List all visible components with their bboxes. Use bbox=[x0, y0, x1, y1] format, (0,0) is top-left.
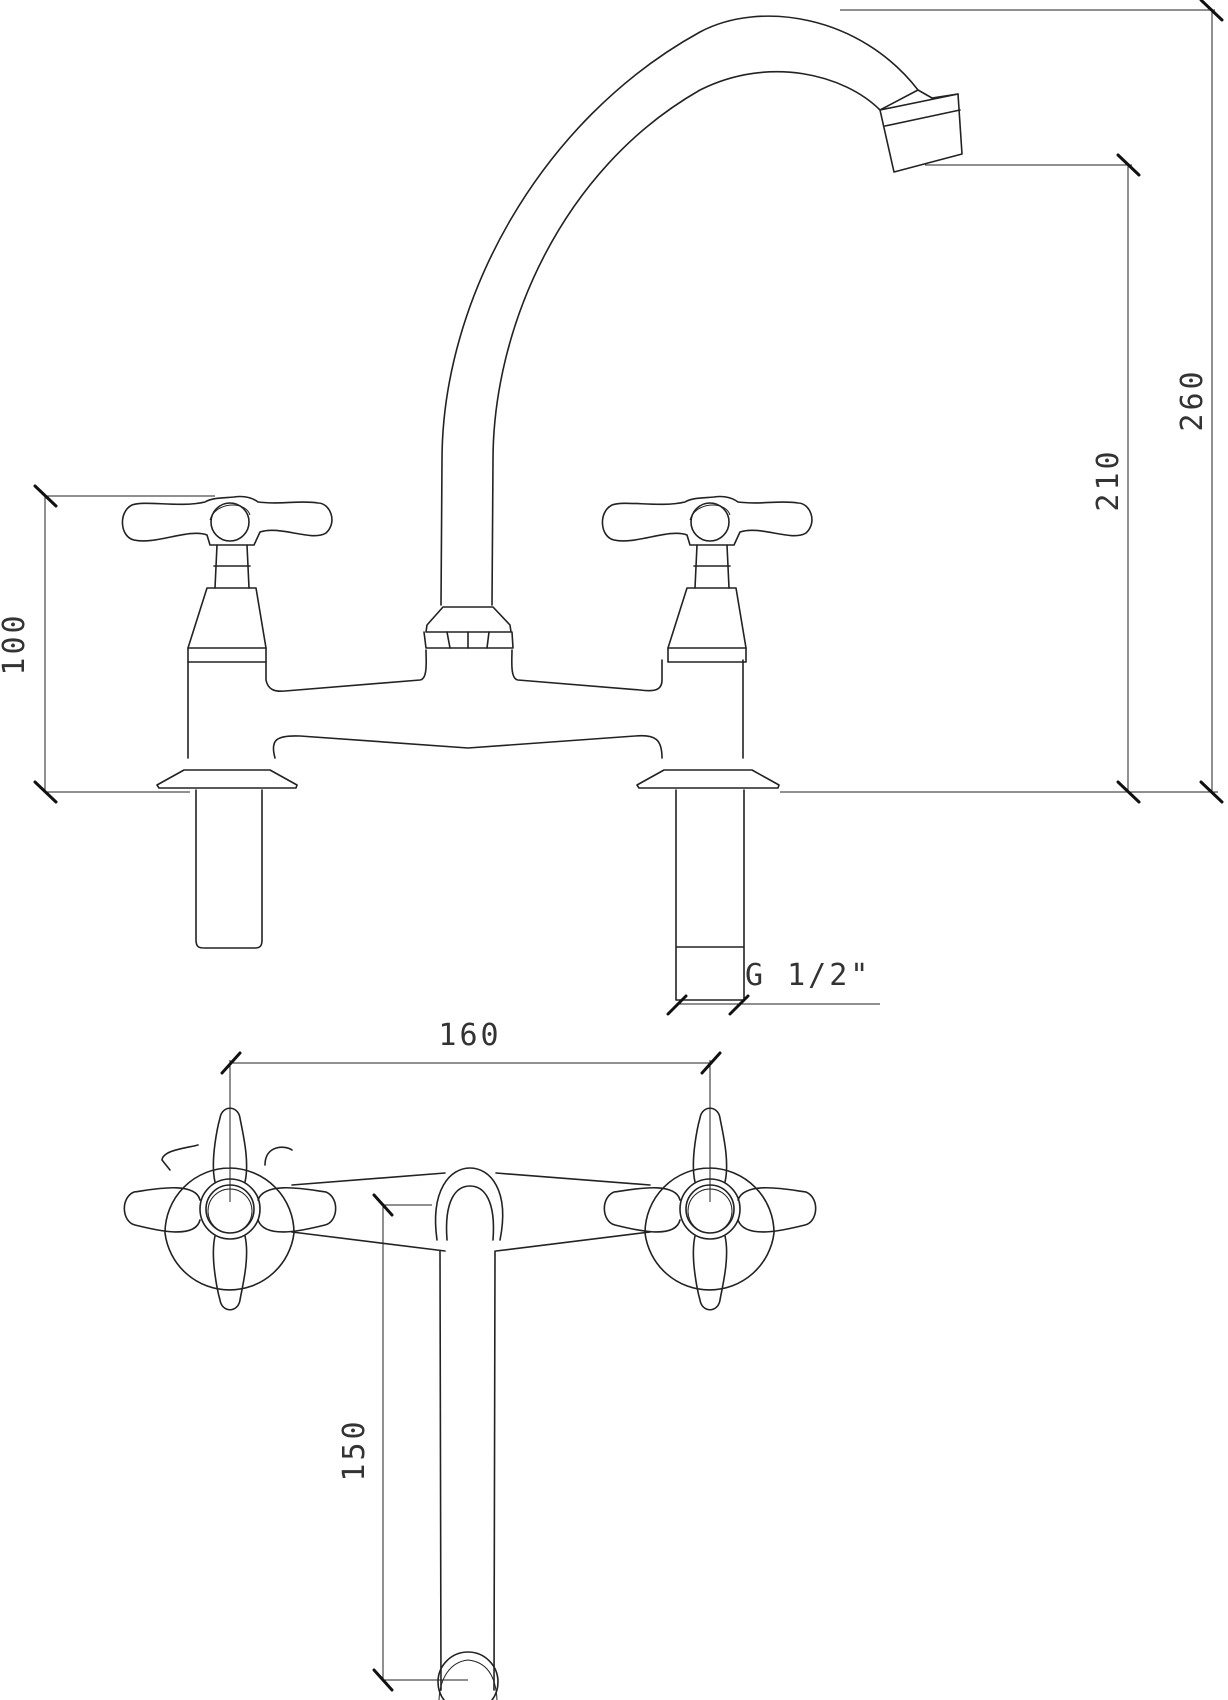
thread-label: G 1/2" bbox=[745, 958, 871, 993]
left-flange bbox=[156, 769, 298, 789]
dimension-height-total: 260 bbox=[780, 0, 1224, 804]
dimension-reach: 150 bbox=[337, 1193, 468, 1692]
height-body-label: 100 bbox=[0, 612, 32, 675]
spout bbox=[423, 15, 963, 649]
right-tail-pipe bbox=[675, 789, 745, 1001]
right-flange bbox=[636, 769, 780, 789]
reach-label: 150 bbox=[337, 1418, 372, 1481]
dimension-height-body: 100 bbox=[0, 484, 215, 804]
body bbox=[187, 649, 744, 759]
plan-bridge bbox=[291, 1172, 651, 1252]
left-tail-pipe bbox=[195, 789, 263, 949]
dimension-height-spout: 210 bbox=[925, 153, 1141, 804]
right-plan-handle bbox=[603, 1107, 817, 1311]
width-label: 160 bbox=[438, 1018, 501, 1053]
dimension-thread: G 1/2" bbox=[666, 958, 880, 1016]
right-valve-head bbox=[601, 495, 813, 663]
front-elevation: 260 210 100 G 1/2" bbox=[0, 0, 1224, 1016]
plan-view: 160 150 bbox=[123, 1018, 817, 1700]
height-total-label: 260 bbox=[1175, 368, 1210, 431]
left-plan-handle bbox=[123, 1107, 337, 1311]
dimension-width: 160 bbox=[220, 1018, 722, 1202]
plan-spout bbox=[434, 1167, 504, 1700]
height-spout-label: 210 bbox=[1091, 448, 1126, 511]
left-valve-head bbox=[121, 495, 333, 663]
